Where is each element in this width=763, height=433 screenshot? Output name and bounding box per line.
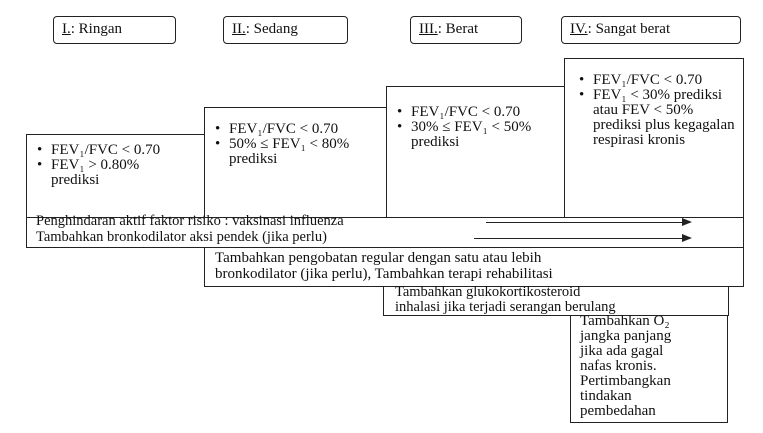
treatment-regular-text-line-2: bronkodilator (jika perlu), Tambahkan te… xyxy=(215,266,553,282)
treatment-short-acting-text: Tambahkan bronkodilator aksi pendek (jik… xyxy=(36,229,327,245)
stage-2-criteria-box: FEV₁/FVC < 0.70 50% ≤ FEV₁ < 80% prediks… xyxy=(204,107,387,218)
stage-2-criterion: FEV₁/FVC < 0.70 xyxy=(209,122,374,138)
treatment-oxygen-text-line: jangka panjang xyxy=(580,328,672,344)
treatment-oxygen-text-line: nafas kronis. xyxy=(580,358,657,374)
header-stage-1-label: : Ringan xyxy=(70,21,122,37)
treatment-regular-text-line-1: Tambahkan pengobatan regular dengan satu… xyxy=(215,250,542,266)
header-stage-1: I.: Ringan xyxy=(53,16,176,44)
stage-1-criterion: FEV₁/FVC < 0.70 xyxy=(31,143,188,159)
header-stage-3: III.: Berat xyxy=(410,16,522,44)
treatment-avoidance-text: Penghindaran aktif faktor risiko : vaksi… xyxy=(36,213,344,229)
treatment-oxygen-text-line: jika ada gagal xyxy=(580,343,664,359)
treatment-steroid-text-line-2: inhalasi jika terjadi serangan berulang xyxy=(395,299,616,315)
stage-3-criterion: FEV₁/FVC < 0.70 xyxy=(391,105,554,121)
treatment-short-acting-arrow xyxy=(474,234,692,242)
header-stage-4-label: : Sangat berat xyxy=(587,21,671,37)
stage-3-criterion: 30% ≤ FEV₁ < 50% prediksi xyxy=(391,120,554,150)
stage-2-criterion: 50% ≤ FEV₁ < 80% prediksi xyxy=(209,137,374,167)
header-stage-4: IV.: Sangat berat xyxy=(561,16,741,44)
treatment-oxygen-text-line: tindakan xyxy=(580,388,632,404)
stage-4-criteria-box: FEV₁/FVC < 0.70 FEV₁ < 30% prediksi atau… xyxy=(564,58,744,218)
stage-1-criteria-box: FEV₁/FVC < 0.70 FEV₁ > 0.80% prediksi xyxy=(26,134,205,218)
treatment-steroid-box xyxy=(383,286,729,316)
treatment-oxygen-text-line: Pertimbangkan xyxy=(580,373,671,389)
treatment-steroid-text-line-1: Tambahkan glukokortikosteroid xyxy=(395,284,581,300)
header-stage-2: II.: Sedang xyxy=(223,16,348,44)
treatment-oxygen-box xyxy=(570,315,728,423)
stage-3-criteria-box: FEV₁/FVC < 0.70 30% ≤ FEV₁ < 50% prediks… xyxy=(386,86,565,218)
stage-1-criterion: FEV₁ > 0.80% prediksi xyxy=(31,158,188,188)
treatment-regular-box xyxy=(204,247,744,287)
header-stage-1-number: I. xyxy=(62,21,71,37)
treatment-oxygen-text-line: pembedahan xyxy=(580,403,656,419)
stage-4-criterion: FEV₁/FVC < 0.70 xyxy=(573,73,735,89)
header-stage-2-label: : Sedang xyxy=(245,21,298,37)
header-stage-4-number: IV. xyxy=(570,21,588,37)
stage-4-criterion: FEV₁ < 30% prediksi atau FEV < 50% predi… xyxy=(573,88,735,148)
treatment-avoidance-arrow xyxy=(486,218,692,226)
treatment-oxygen-text-line: Tambahkan O₂ xyxy=(580,313,670,329)
header-stage-2-number: II. xyxy=(232,21,246,37)
header-stage-3-label: : Berat xyxy=(437,21,479,37)
header-stage-3-number: III. xyxy=(419,21,438,37)
